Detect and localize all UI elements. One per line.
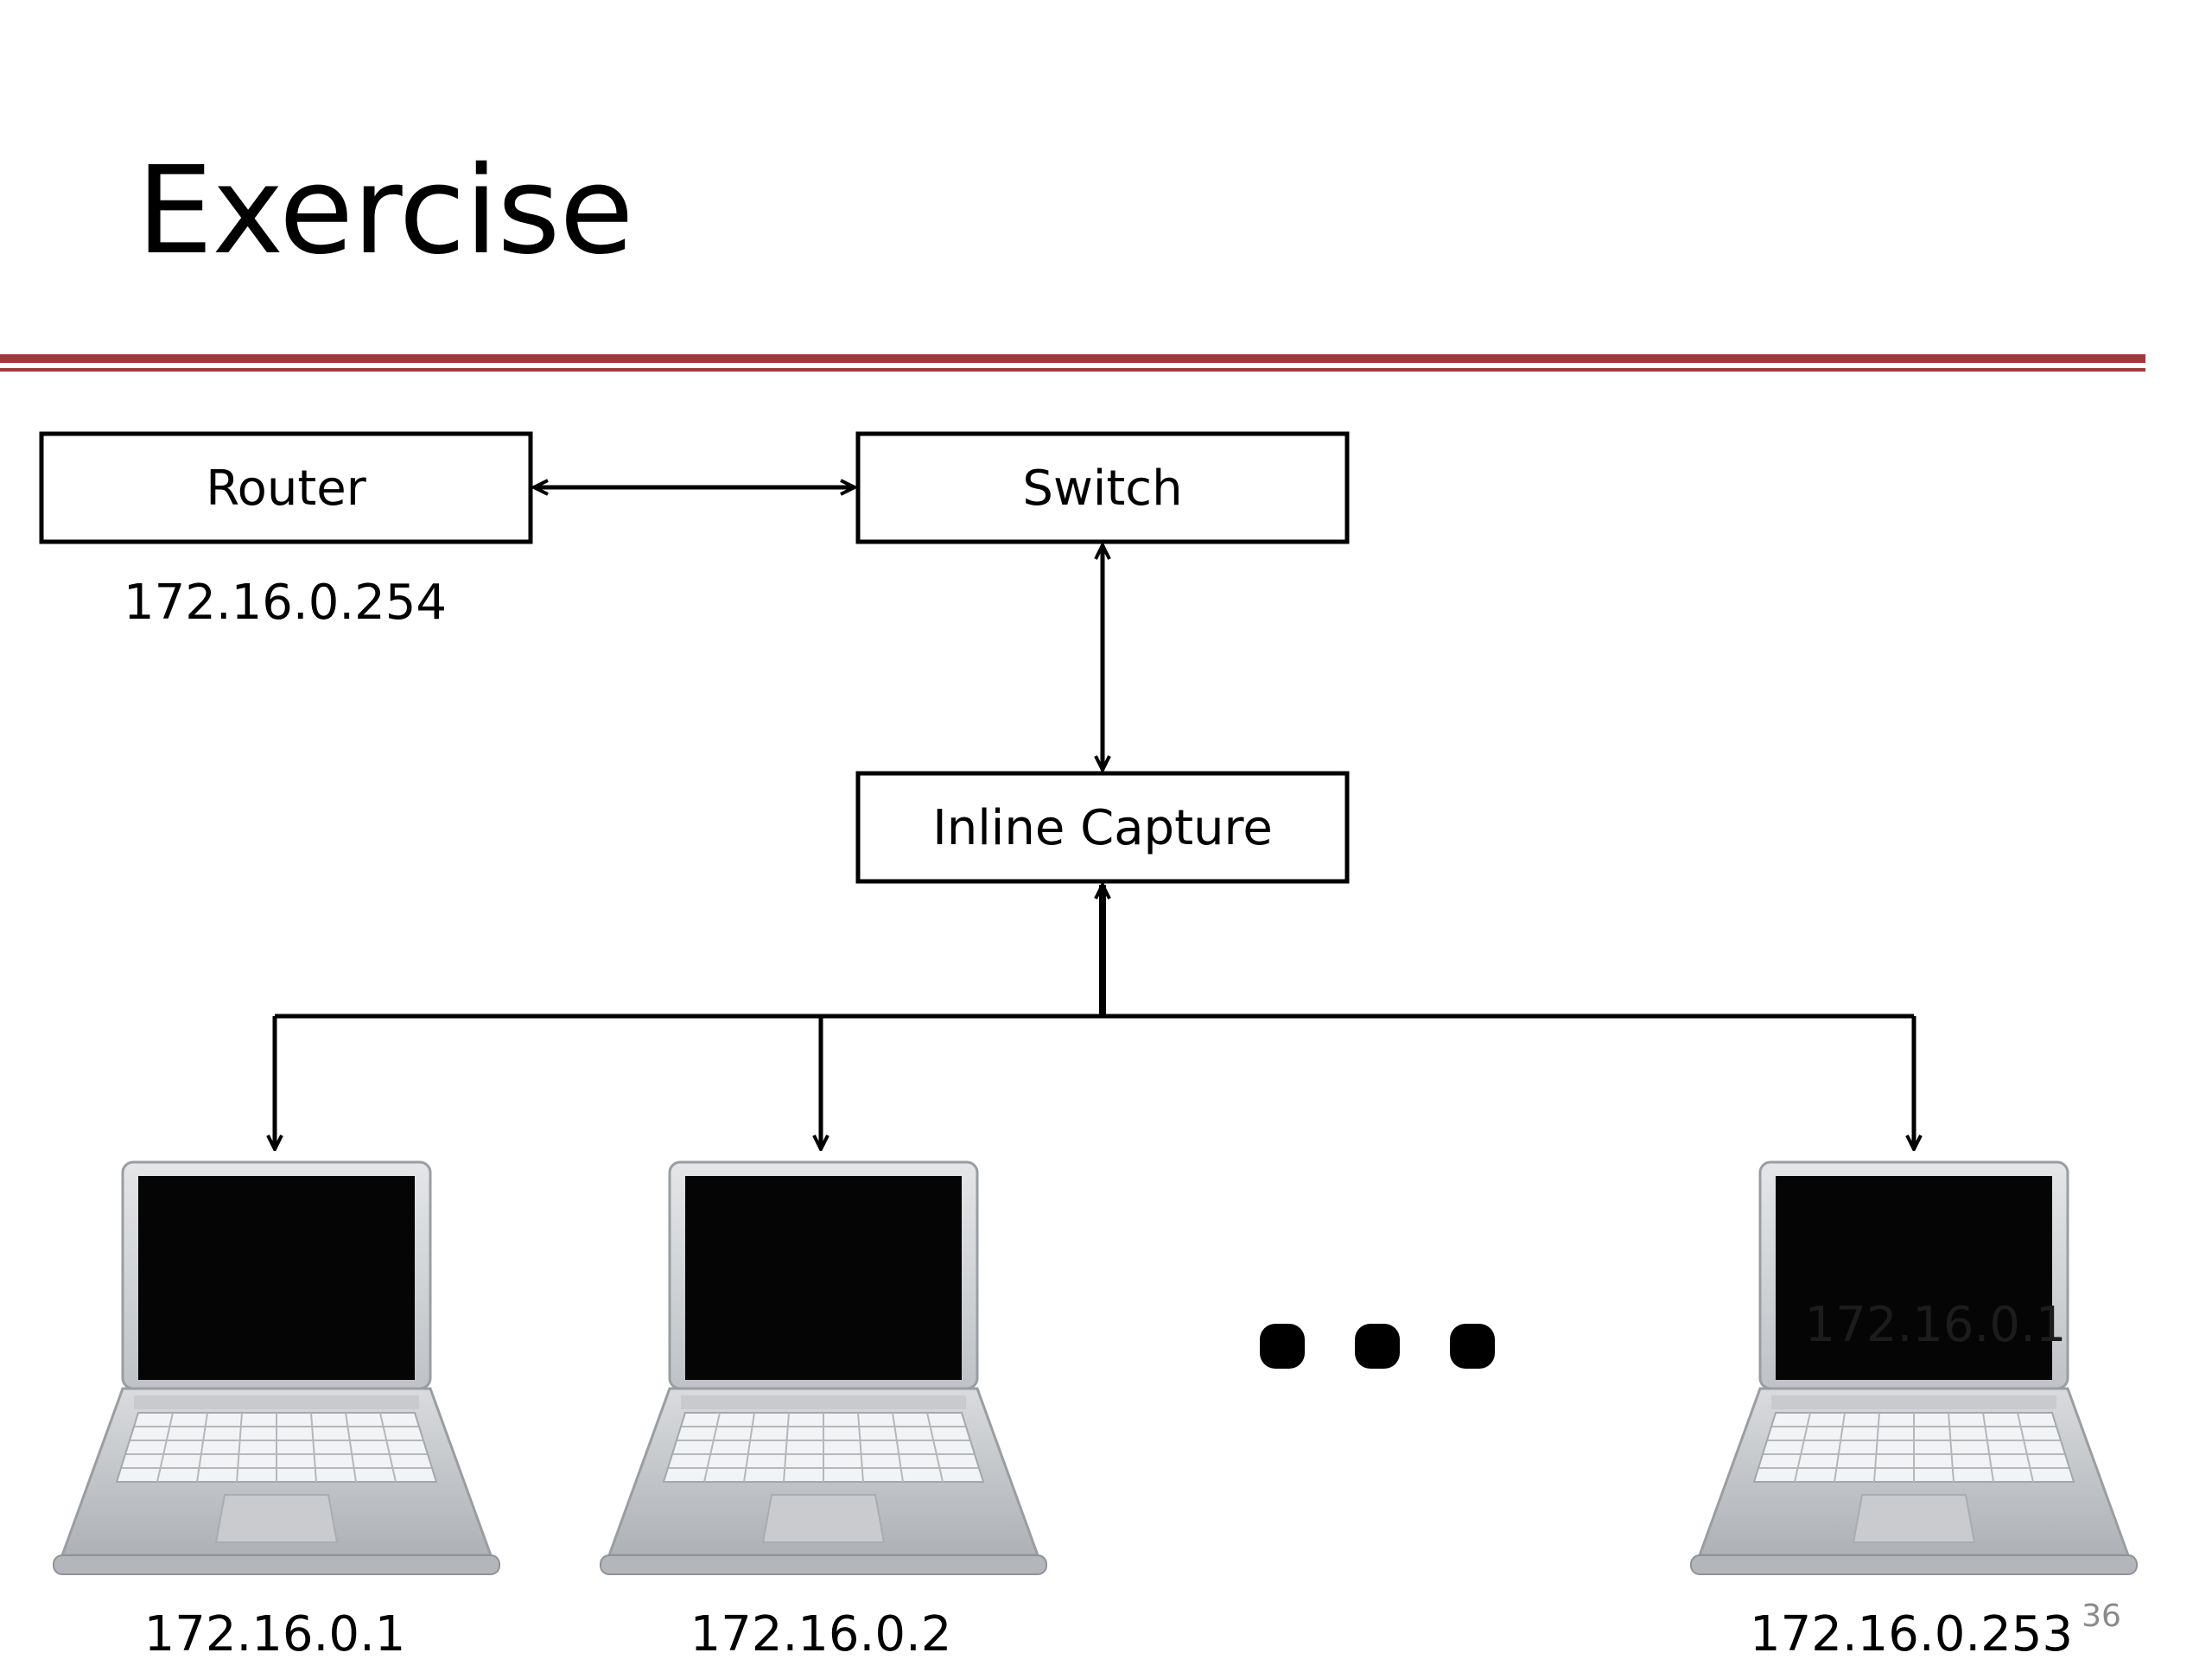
title-rule-thin <box>0 368 2145 372</box>
host-3-screen-text: 172.16.0.1 <box>1805 1297 2067 1353</box>
host-3-ip: 172.16.0.253 <box>1750 1606 2073 1659</box>
switch-node: Switch <box>855 431 1350 544</box>
inline-capture-node: Inline Capture <box>855 771 1350 884</box>
switch-label: Switch <box>1022 461 1182 517</box>
router-ip: 172.16.0.254 <box>124 575 447 631</box>
host-laptop-1 <box>52 1160 501 1576</box>
inline-capture-label: Inline Capture <box>932 800 1273 856</box>
router-label: Router <box>206 461 367 517</box>
more-hosts-ellipsis <box>1260 1324 1495 1369</box>
slide-title: Exercise <box>137 141 634 282</box>
page-number: 36 <box>2082 1599 2121 1634</box>
host-1-ip: 172.16.0.1 <box>144 1606 406 1659</box>
router-node: Router <box>39 431 533 544</box>
title-rule-thick <box>0 354 2145 363</box>
host-laptop-3 <box>1689 1160 2139 1576</box>
host-2-ip: 172.16.0.2 <box>690 1606 952 1659</box>
host-laptop-2 <box>599 1160 1048 1576</box>
